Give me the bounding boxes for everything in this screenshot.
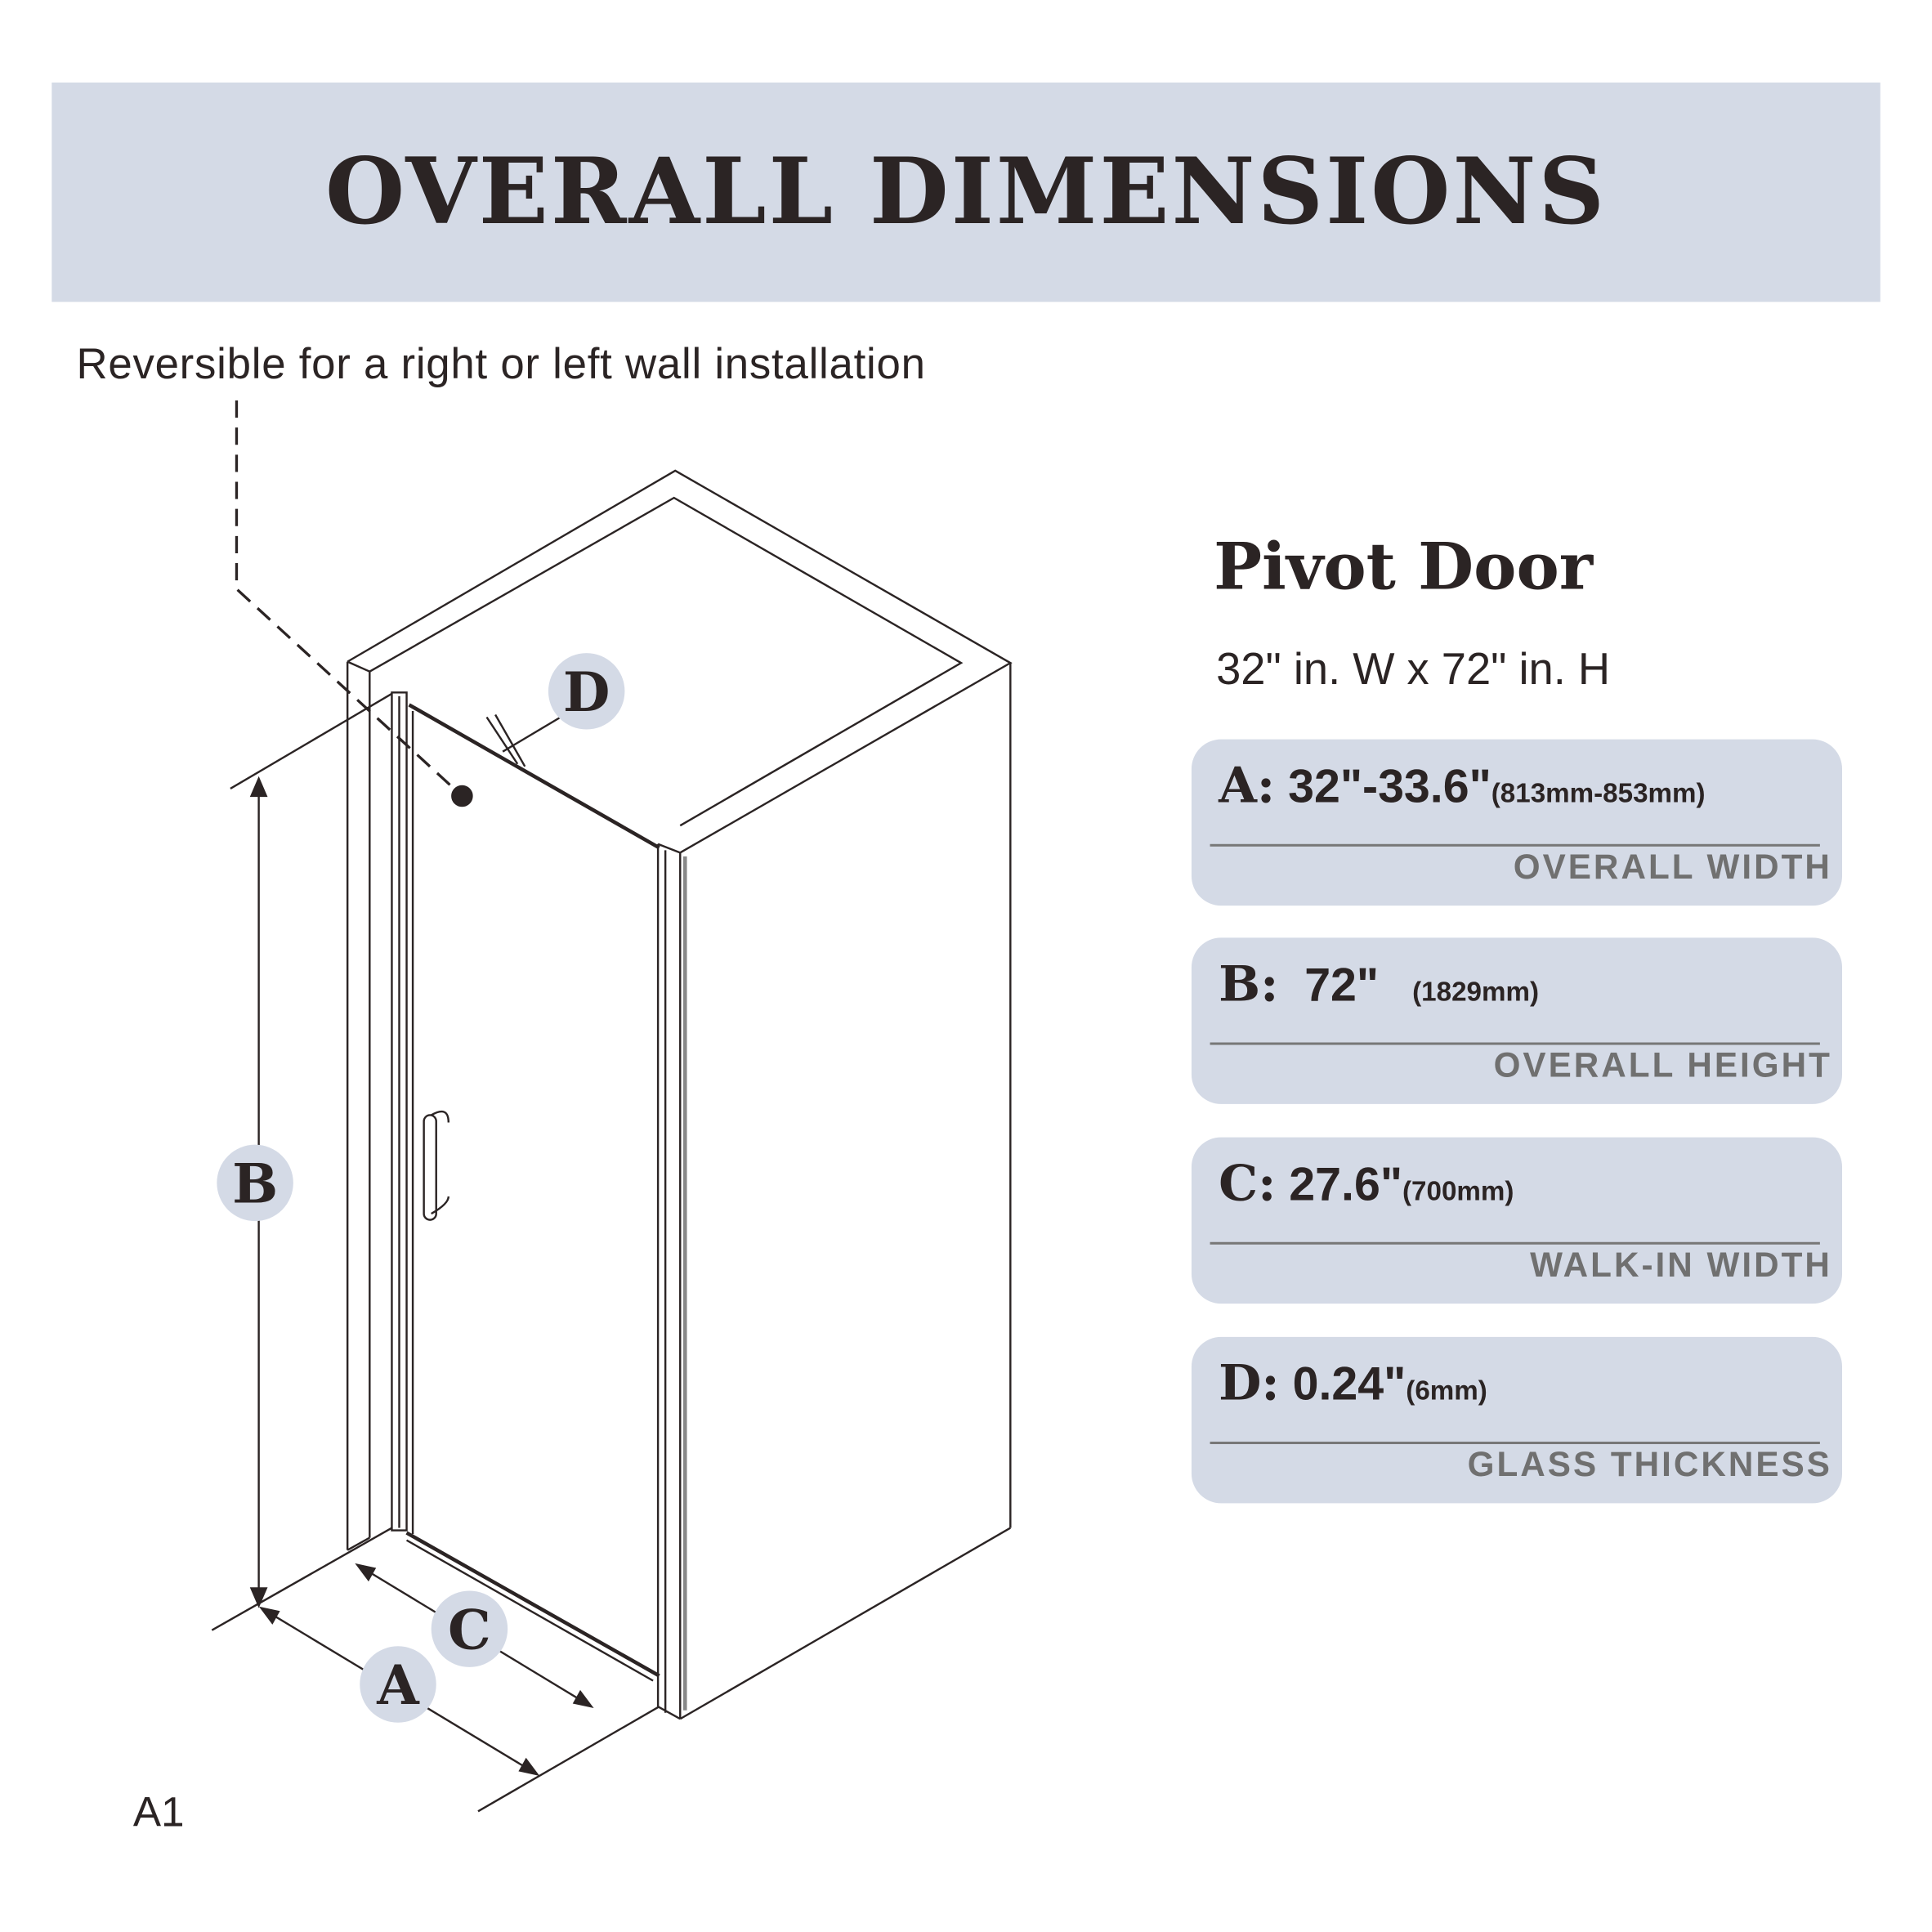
title-banner: OVERALL DIMENSIONS: [51, 83, 1881, 302]
spec-card-b: B: 72" (1829mm) OVERALL HEIGHT: [1191, 937, 1843, 1104]
spec-label: WALK-IN WIDTH: [1530, 1246, 1832, 1285]
divider: [1210, 1442, 1820, 1445]
label-c: C: [431, 1590, 508, 1667]
enclosure-walls: [346, 469, 1013, 1720]
reversible-note: Reversible for a right or left wall inst…: [76, 340, 926, 388]
divider: [1210, 1042, 1820, 1045]
svg-text:B: B: [232, 1152, 278, 1216]
pivot-door: [391, 691, 660, 1682]
spec-card-a: A: 32"-33.6"(813mm-853mm) OVERALL WIDTH: [1191, 739, 1843, 906]
label-d: D: [548, 653, 625, 730]
svg-text:C: C: [448, 1598, 491, 1661]
door-handle: [423, 1114, 437, 1221]
label-a: A: [360, 1646, 436, 1723]
figure-id: A1: [132, 1789, 185, 1836]
product-name: Pivot Door: [1214, 530, 1594, 606]
svg-text:A: A: [376, 1653, 420, 1717]
reversible-leader: [235, 400, 473, 807]
page-title: OVERALL DIMENSIONS: [324, 139, 1608, 246]
spec-value: 32"-33.6": [1275, 761, 1491, 814]
spec-mm: (813mm-853mm): [1491, 777, 1706, 809]
spec-card-d: D: 0.24"(6mm) GLASS THICKNESS: [1191, 1336, 1843, 1504]
spec-mm: (700mm): [1402, 1175, 1514, 1207]
spec-label: OVERALL WIDTH: [1513, 847, 1832, 887]
spec-value: 72": [1278, 959, 1405, 1012]
spec-key: A:: [1219, 756, 1276, 815]
product-size: 32" in. W x 72" in. H: [1216, 643, 1611, 694]
spec-value: 0.24": [1279, 1358, 1407, 1411]
spec-key: D:: [1219, 1353, 1280, 1412]
spec-key: B:: [1219, 955, 1279, 1013]
svg-text:D: D: [563, 660, 610, 724]
spec-value: 27.6": [1276, 1159, 1402, 1212]
divider: [1210, 843, 1820, 847]
spec-mm: (1829mm): [1404, 976, 1540, 1007]
spec-label: GLASS THICKNESS: [1467, 1445, 1832, 1484]
divider: [1210, 1241, 1820, 1245]
spec-mm: (6mm): [1406, 1375, 1487, 1407]
spec-label: OVERALL HEIGHT: [1493, 1046, 1832, 1085]
spec-key: C:: [1219, 1154, 1277, 1213]
label-b: B: [217, 1144, 293, 1222]
spec-card-c: C: 27.6"(700mm) WALK-IN WIDTH: [1191, 1137, 1843, 1304]
